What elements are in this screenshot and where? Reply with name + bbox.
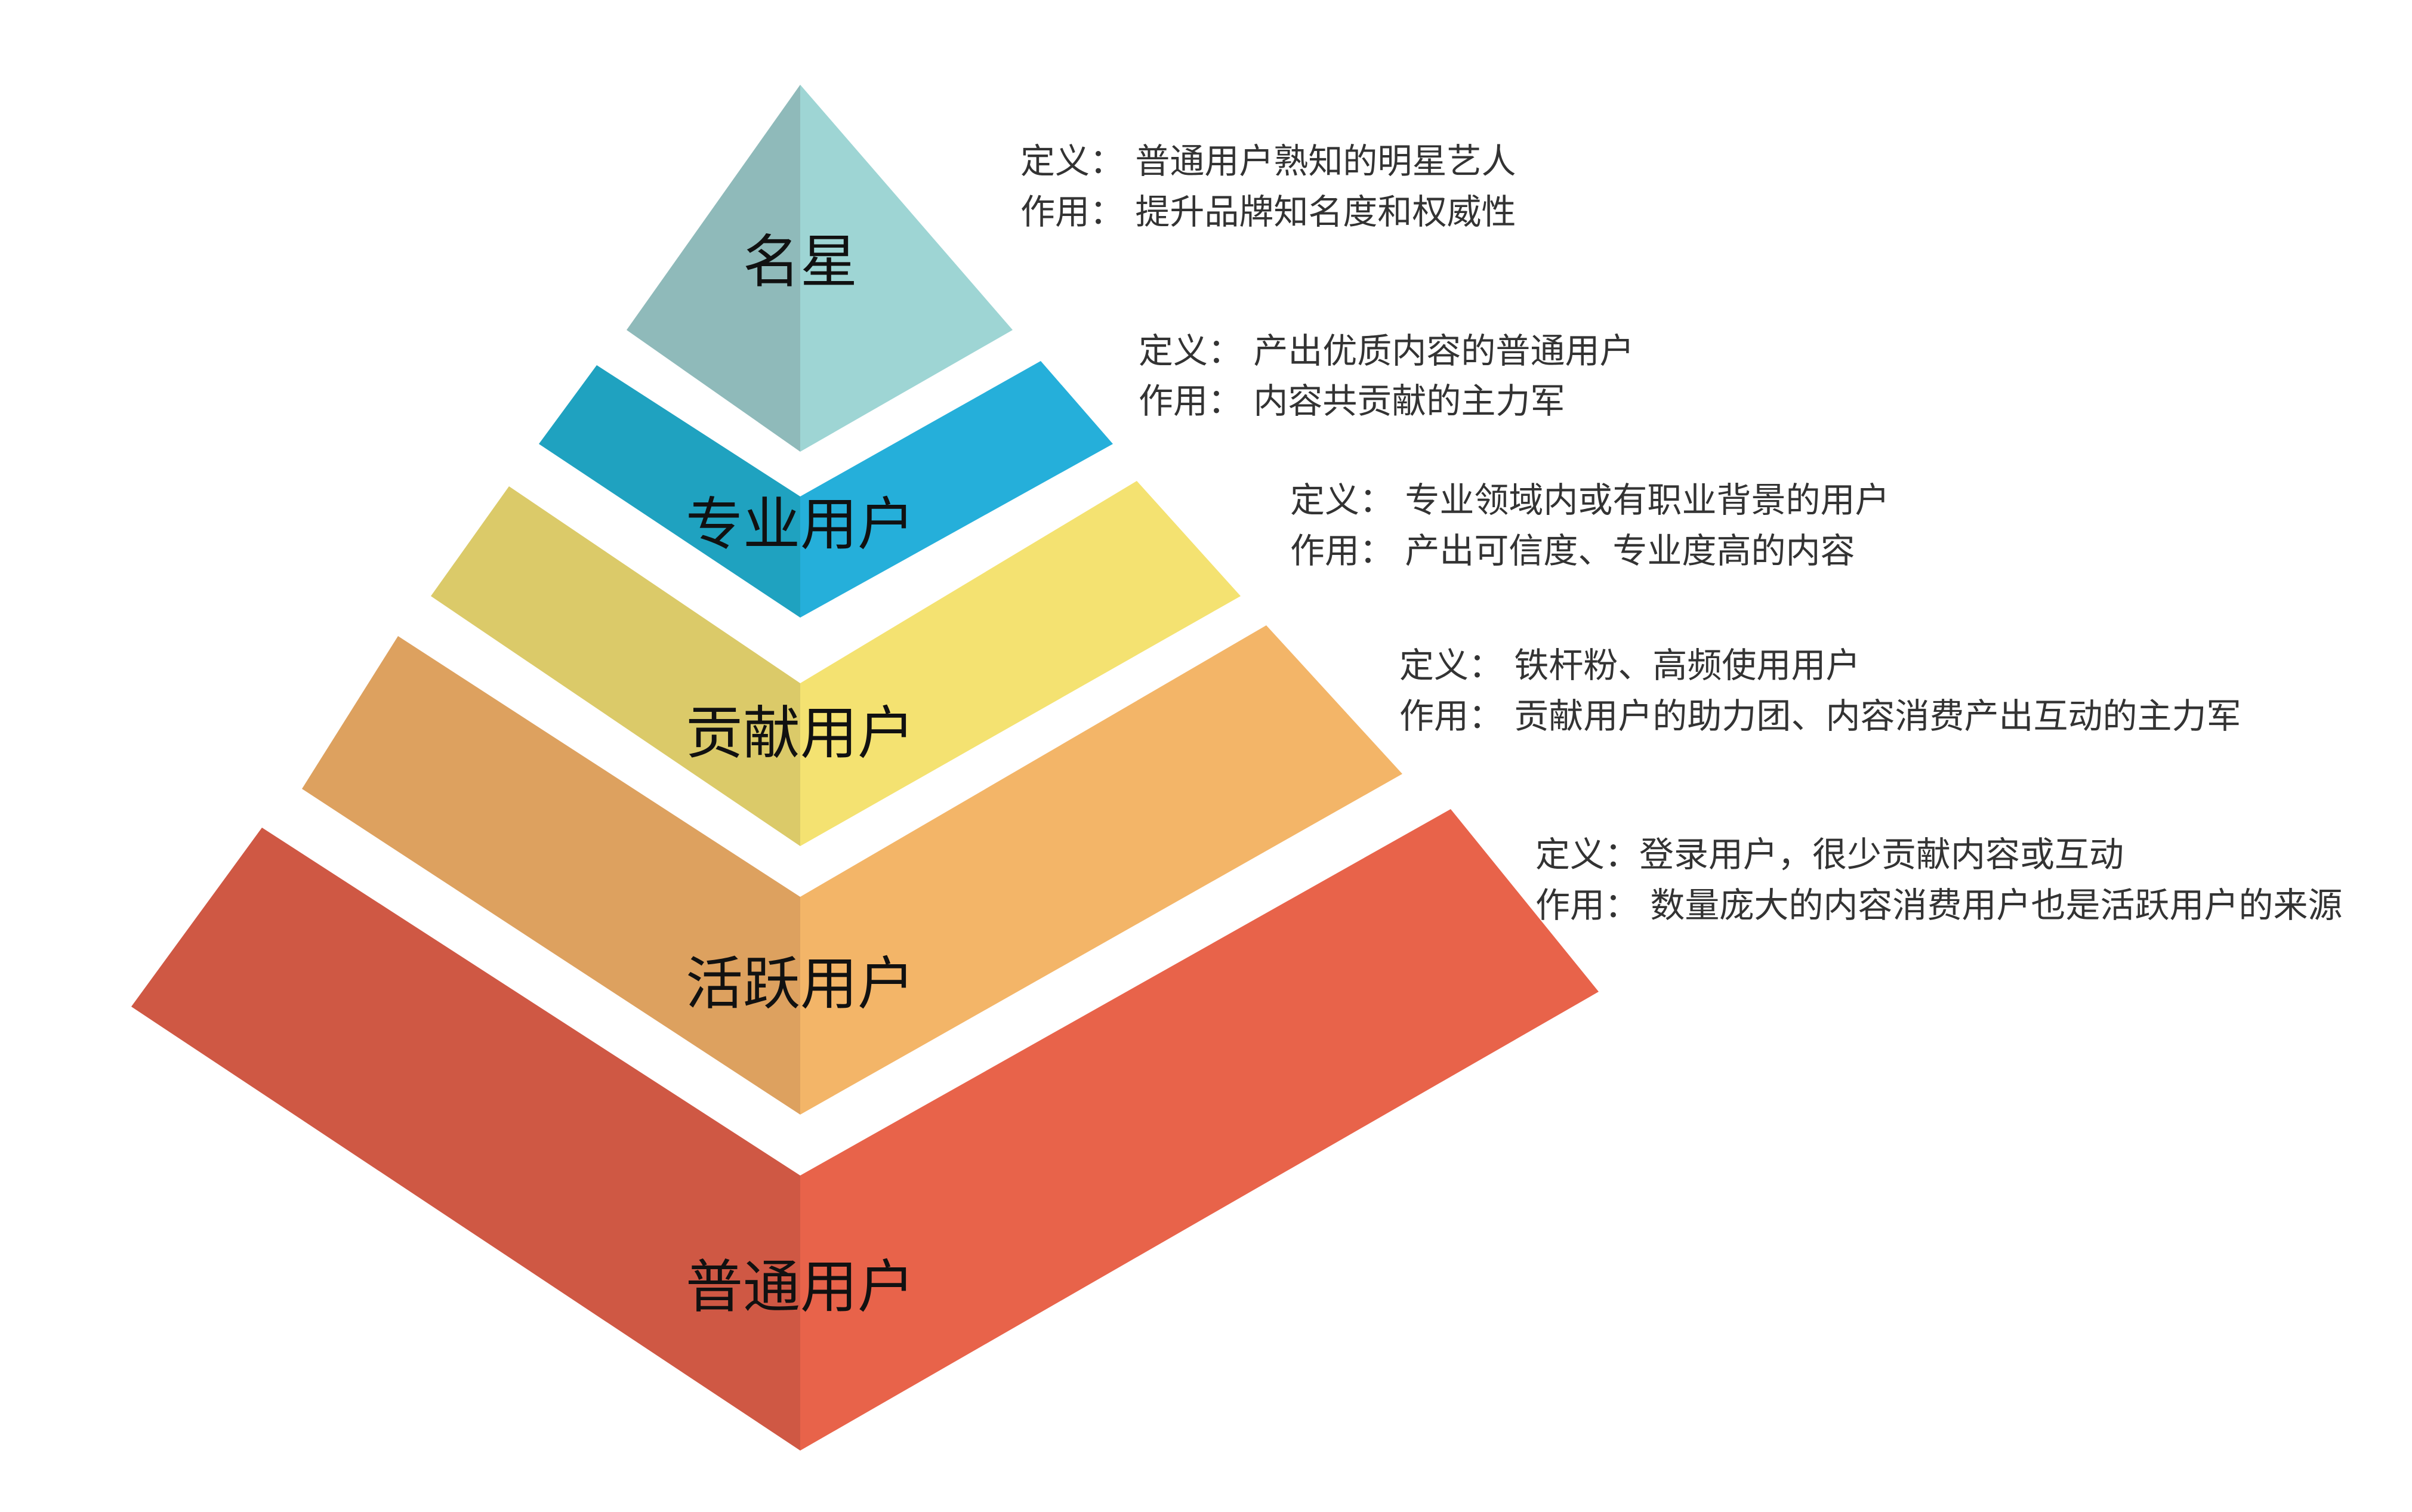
tier-professional-role: 作用： 内容共贡献的主力军 <box>1139 381 1565 421</box>
tier-contributor-description: 定义： 专业领域内或有职业背景的用户 作用： 产出可信度、专业度高的内容 <box>1290 480 1889 571</box>
tier-professional-right-face <box>800 361 1113 618</box>
tier-regular-label: 普通用户 <box>686 1254 915 1320</box>
tier-regular-right-face <box>800 809 1599 1451</box>
tier-star-definition: 定义： 普通用户熟知的明星艺人 <box>1020 141 1516 181</box>
tier-regular: 普通用户 <box>131 809 1599 1451</box>
tier-star-description: 定义： 普通用户熟知的明星艺人 作用： 提升品牌知名度和权威性 <box>1020 141 1516 232</box>
tier-star-label: 名星 <box>743 229 858 295</box>
tier-regular-definition: 定义：登录用户，很少贡献内容或互动 <box>1535 834 2124 875</box>
tier-star-role: 作用： 提升品牌知名度和权威性 <box>1020 192 1516 232</box>
tier-active-description: 定义： 铁杆粉、高频使用用户 作用： 贡献用户的助力团、内容消费产出互动的主力军 <box>1399 645 2241 736</box>
tier-contributor-label: 贡献用户 <box>686 700 915 767</box>
tier-professional: 专业用户 <box>539 361 1113 618</box>
tier-star-left-face <box>627 85 800 452</box>
tier-professional-left-face <box>539 365 800 618</box>
tier-professional-description: 定义： 产出优质内容的普通用户 作用： 内容共贡献的主力军 <box>1139 331 1634 421</box>
tier-active-label: 活跃用户 <box>686 951 915 1017</box>
tier-contributor-role: 作用： 产出可信度、专业度高的内容 <box>1290 530 1855 571</box>
tier-professional-label: 专业用户 <box>686 491 915 558</box>
tier-active-definition: 定义： 铁杆粉、高频使用用户 <box>1399 645 1860 686</box>
tier-regular-role: 作用： 数量庞大的内容消费用户也是活跃用户的来源 <box>1535 885 2342 925</box>
tier-contributor: 贡献用户 <box>431 481 1241 846</box>
tier-active: 活跃用户 <box>302 625 1402 1115</box>
tier-regular-left-face <box>131 828 800 1451</box>
tier-active-right-face <box>800 625 1402 1115</box>
tier-professional-definition: 定义： 产出优质内容的普通用户 <box>1139 331 1634 371</box>
tier-star: 名星 <box>627 85 1013 452</box>
tier-contributor-definition: 定义： 专业领域内或有职业背景的用户 <box>1290 480 1889 520</box>
tier-contributor-left-face <box>431 486 800 846</box>
tier-active-left-face <box>302 636 800 1115</box>
tier-active-role: 作用： 贡献用户的助力团、内容消费产出互动的主力军 <box>1399 696 2241 736</box>
tier-star-right-face <box>800 85 1013 452</box>
tier-regular-description: 定义：登录用户，很少贡献内容或互动 作用： 数量庞大的内容消费用户也是活跃用户的… <box>1535 834 2342 925</box>
tier-contributor-right-face <box>800 481 1241 846</box>
